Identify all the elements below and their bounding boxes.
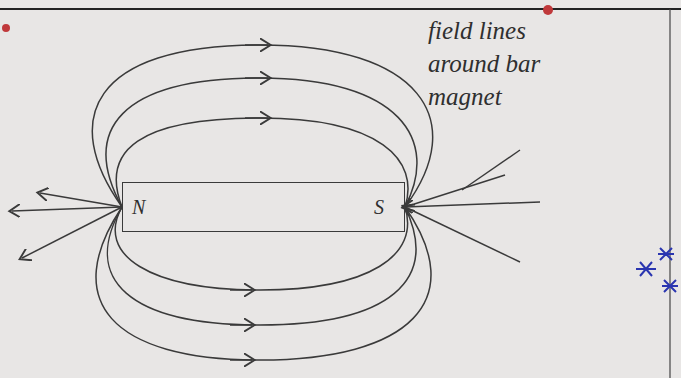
red-dot xyxy=(2,24,10,32)
bar-magnet: NS xyxy=(122,182,405,232)
star-doodle xyxy=(636,248,678,292)
handwritten-note: field lines around bar magnet xyxy=(428,14,556,113)
pole-letter: S xyxy=(374,196,384,219)
red-dot xyxy=(543,5,553,15)
pole-letter: N xyxy=(132,196,145,219)
margin-rule xyxy=(669,9,670,378)
leader-line xyxy=(462,150,520,190)
page-rule xyxy=(0,8,681,10)
